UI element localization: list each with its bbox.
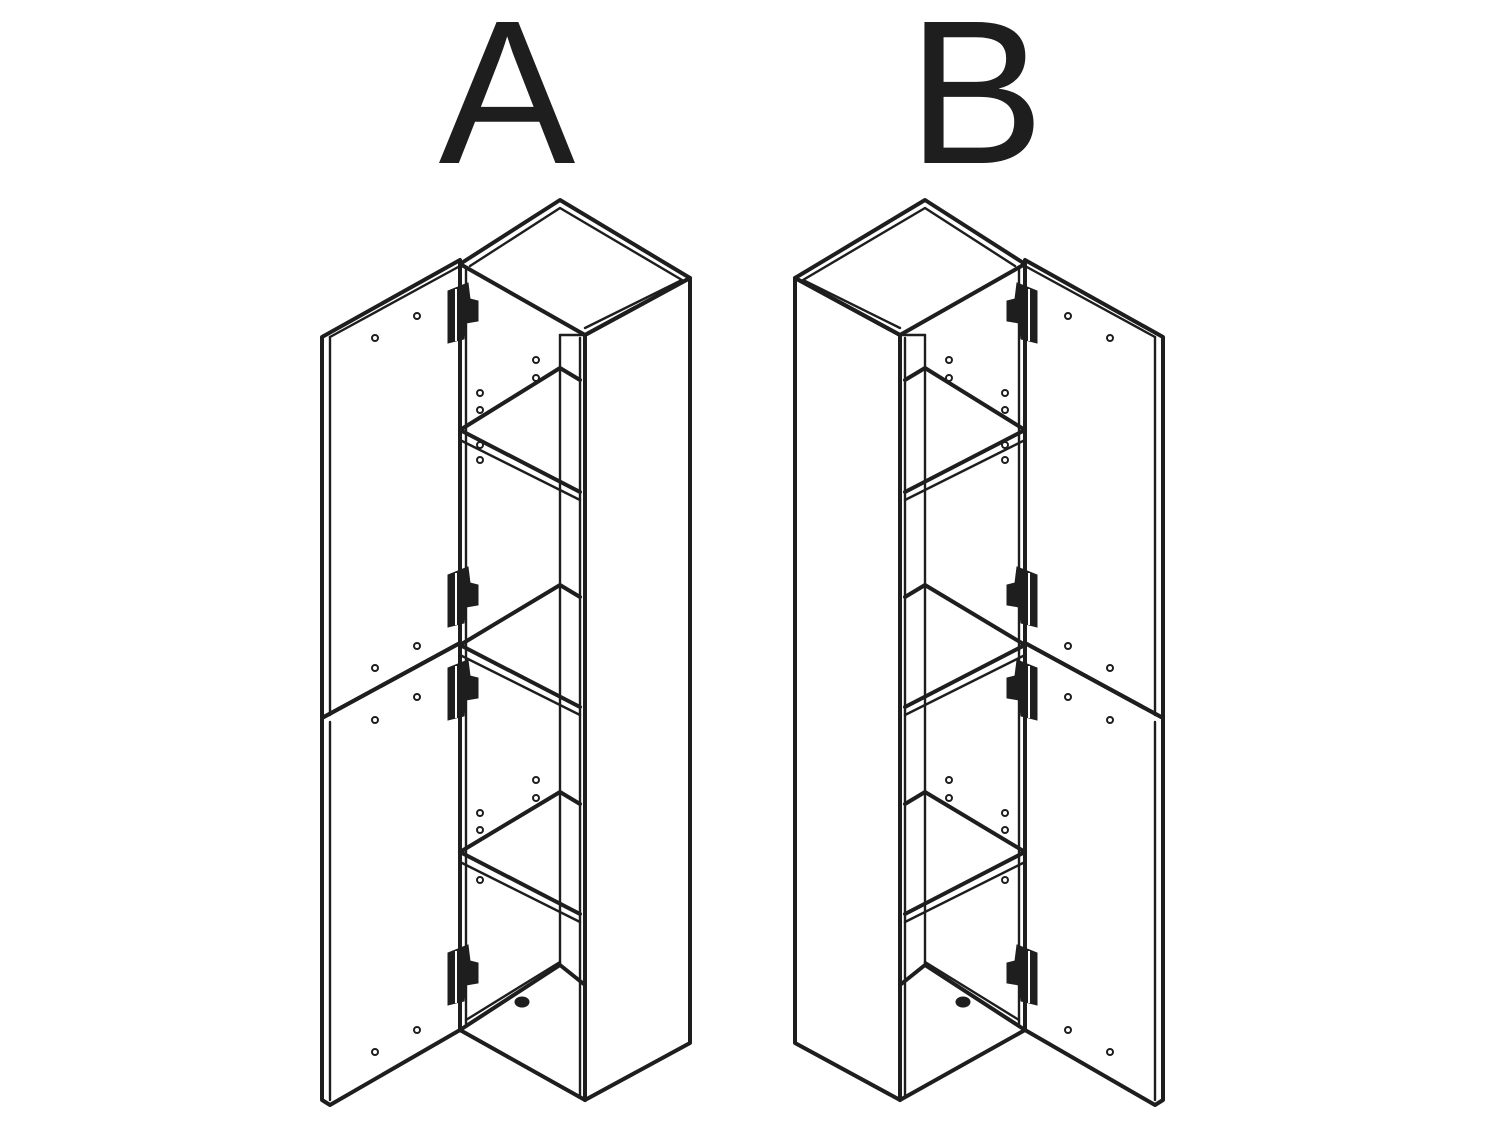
option-a-label: A [438,0,576,207]
option-b-label: B [907,0,1045,207]
cabinet-a [322,200,690,1105]
cabinet-b [795,200,1163,1105]
